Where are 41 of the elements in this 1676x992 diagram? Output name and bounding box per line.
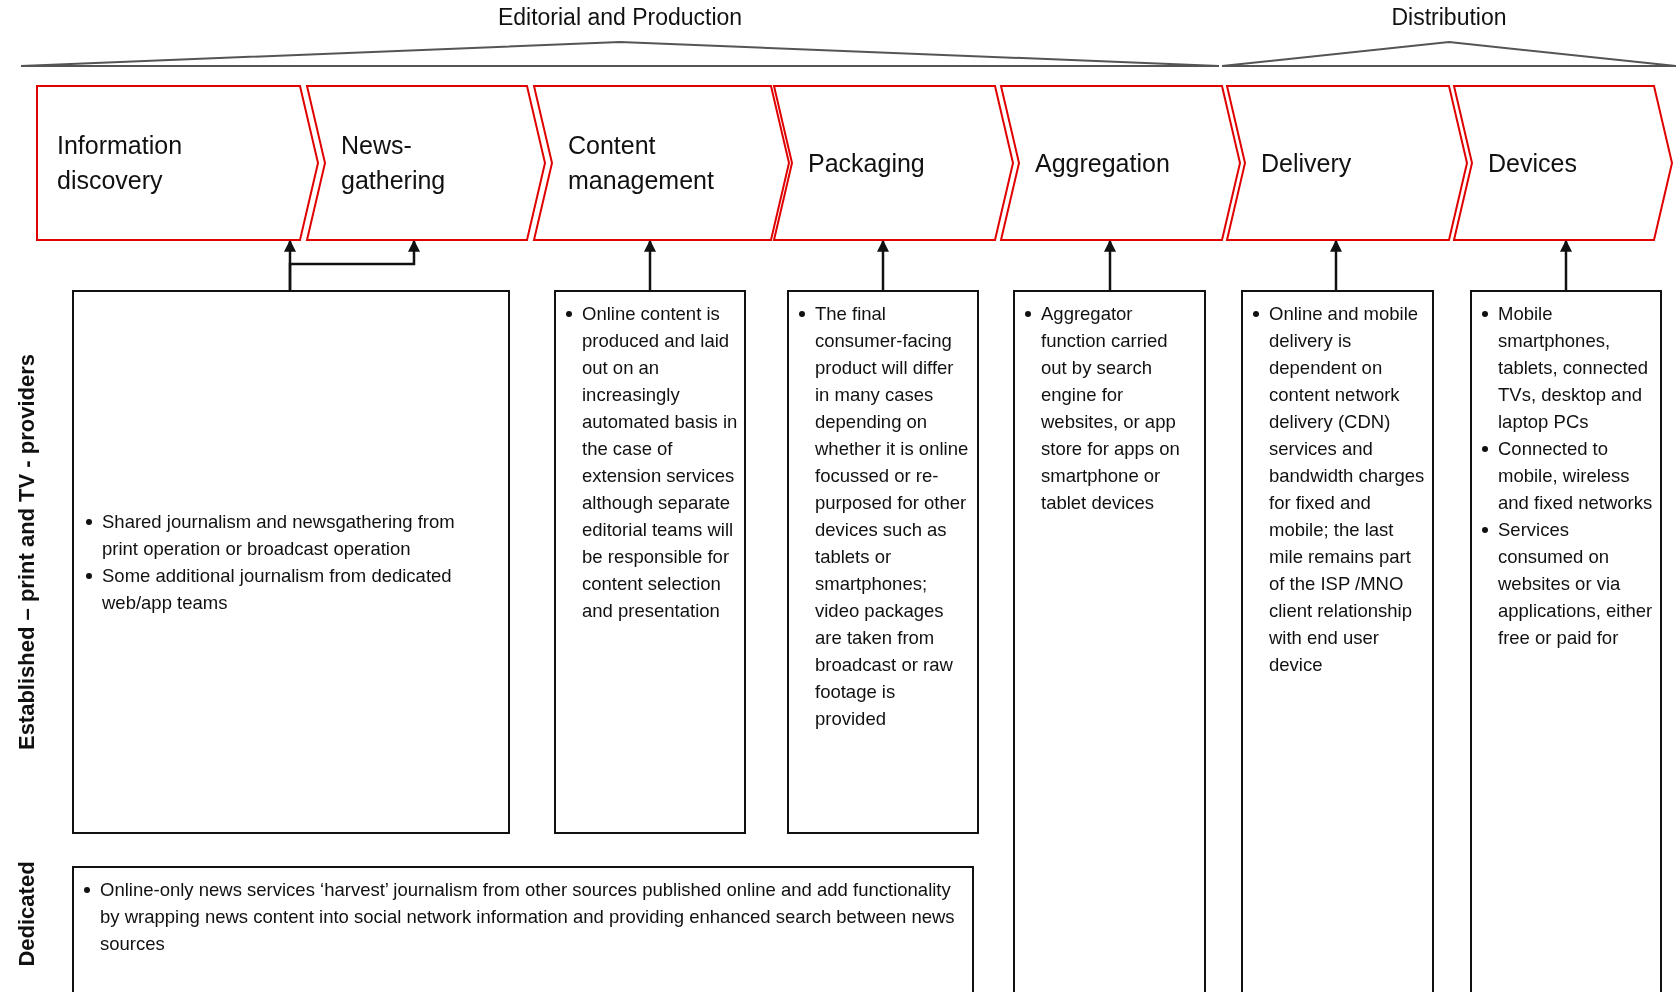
chevron-step (307, 86, 545, 240)
section-heading: Editorial and Production (497, 4, 743, 31)
arrow (1104, 239, 1116, 290)
bullet-text: The final consumer-facing product will differ in many cases depending on whether it is online focussed or re-purposed for other devices such as tablets or smartphones; video packages are taken from broadcast or raw footage is provided (815, 302, 970, 731)
arrow (877, 239, 889, 290)
arrow (1560, 239, 1572, 290)
row-heading: Dedicated (14, 861, 40, 967)
bullet-text: Online content is produced and laid out on an increasingly automated basis in the case of extension services although separate editorial teams will be responsible for content selection and presentation (582, 302, 738, 623)
chevron-step (1001, 86, 1240, 240)
arrow (644, 239, 656, 290)
row-heading: Established – print and TV - providers (14, 353, 40, 751)
chevron-step (1454, 86, 1672, 240)
chevron-step (1227, 86, 1467, 240)
bullet-text: Mobile smartphones, tablets, connected TVs, desktop and laptop PCs (1498, 302, 1650, 434)
step-title: Information discovery (57, 130, 184, 196)
chevron-step (774, 86, 1013, 240)
arrow (1330, 239, 1342, 290)
bullet-text: Services consumed on websites or via applications, either free or paid for (1498, 518, 1654, 650)
step-title: Aggregation (1035, 147, 1170, 179)
text-box (1241, 290, 1434, 992)
bullet-text: Online-only news services ‘harvest’ journalism from other sources published online and add functionality by wrapping news content into social network information and providing enhanced search between news sources (100, 878, 956, 956)
text-box (72, 290, 510, 834)
bullet-text: Online and mobile delivery is dependent on content network delivery (CDN) services and bandwidth charges for fixed and mobile; the last mile remains part of the ISP /MNO client relationship with end user device (1269, 302, 1426, 677)
step-title: Content management (568, 130, 715, 196)
chevron-step (534, 86, 789, 240)
step-title: Devices (1488, 147, 1577, 179)
arrow (288, 239, 420, 290)
text-box (1013, 290, 1206, 992)
text-box (787, 290, 979, 834)
bullet-text: Connected to mobile, wireless and fixed networks (1498, 437, 1654, 515)
step-title: News-gathering (341, 130, 447, 196)
text-box (1470, 290, 1662, 992)
step-title: Delivery (1261, 147, 1352, 179)
section-heading: Distribution (1391, 4, 1507, 31)
text-box (72, 866, 974, 992)
text-box (554, 290, 746, 834)
chevron-step (37, 86, 318, 240)
step-title: Packaging (808, 147, 925, 179)
bullet-text: Aggregator function carried out by search engine for websites, or app store for apps on smartphone or tablet devices (1041, 302, 1181, 515)
bullet-text: Shared journalism and newsgathering from print operation or broadcast operation (102, 510, 456, 561)
bullet-text: Some additional journalism from dedicated web/app teams (102, 564, 453, 615)
